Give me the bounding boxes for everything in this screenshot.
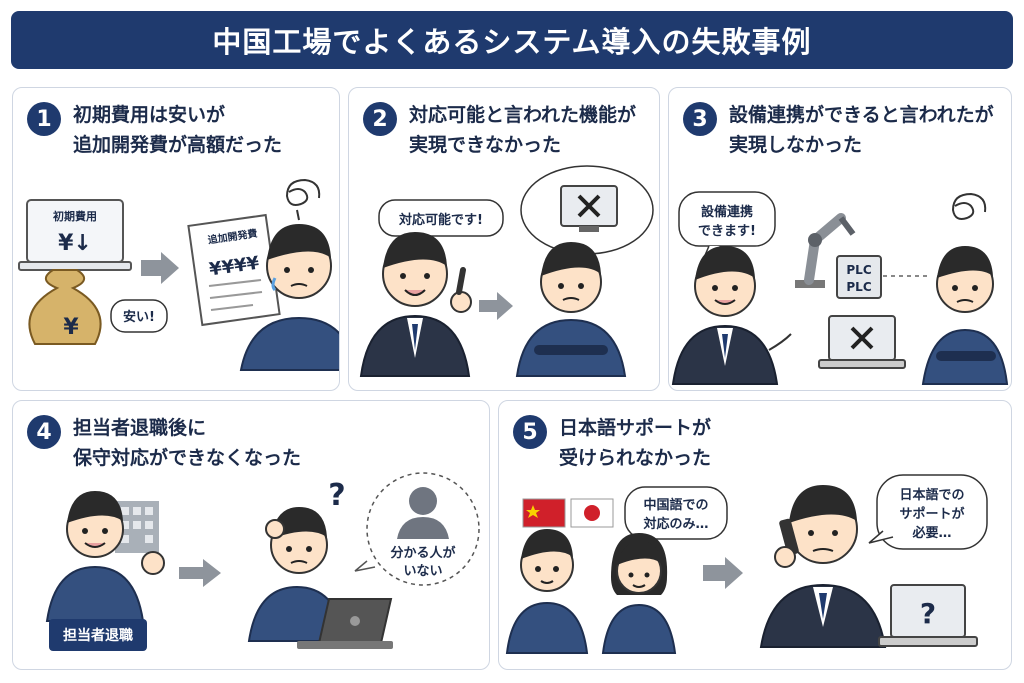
svg-text:?: ?: [920, 597, 936, 630]
arrow-right-icon: [479, 292, 513, 320]
laptop-question-icon: ?: [878, 584, 978, 647]
case-title-line: 日本語サポートが: [559, 417, 712, 439]
case-title-line: 追加開発費が高額だった: [73, 134, 283, 156]
china-flag-icon: [522, 498, 566, 528]
yen-symbol: ¥: [63, 315, 79, 340]
page-title: 中国工場でよくあるシステム導入の失敗事例: [212, 25, 812, 59]
japanese-manager-figure: [759, 485, 887, 648]
dizzy-spiral-icon: [951, 192, 987, 220]
speech-text: 対応可能です!: [398, 212, 483, 228]
worried-worker-figure: [921, 246, 1009, 385]
phone-icon: [774, 518, 799, 568]
case-number-badge: 1: [27, 102, 61, 136]
case-panel-4: 4 担当者退職後に 保守対応ができなくなった ?: [12, 400, 490, 670]
dizzy-spiral-icon: [285, 178, 321, 221]
invoice-document-icon: [187, 213, 281, 327]
retirement-tag: 担当者退職: [49, 619, 147, 651]
departing-worker-figure: [45, 491, 165, 622]
speech-bubble: [868, 474, 988, 550]
chinese-staff-male-figure: [505, 529, 589, 654]
case-title: 日本語サポートが 受けられなかった: [559, 413, 711, 473]
salesperson-figure: [671, 246, 792, 385]
speech-text: できます!: [698, 224, 756, 239]
speech-text: 日本語での: [899, 487, 964, 503]
case-title-line: 保守対応ができなくなった: [73, 447, 302, 469]
arrow-right-icon: [703, 557, 743, 589]
plc-label: PLC: [846, 280, 871, 294]
unknown-person-icon: [397, 487, 449, 539]
speech-text: いない: [403, 564, 442, 579]
case-title-line: 実現しなかった: [729, 134, 863, 156]
robot-arm-icon: [795, 213, 856, 288]
case-title-line: 初期費用は安いが: [73, 104, 226, 126]
speech-text: 設備連携: [701, 204, 753, 220]
laptop-icon: [297, 598, 393, 649]
case-panel-3: 3 設備連携ができると言われたが 実現しなかった 設備連携 できます!: [668, 87, 1012, 391]
worried-worker-figure: [239, 224, 339, 371]
case-3-illustration: 設備連携 できます! PLC PLC: [671, 191, 1009, 385]
laptop-label: 初期費用: [53, 209, 97, 223]
laptop-error-icon: [818, 315, 906, 369]
speech-text: 中国語での: [643, 497, 708, 513]
case-panel-1: 1 初期費用は安いが 追加開発費が高額だった 初期費用 ¥↓ ¥ 安い!: [12, 87, 340, 391]
question-mark-icon: ?: [328, 478, 345, 513]
arrow-right-icon: [179, 559, 221, 587]
case-title-line: 担当者退職後に: [73, 417, 207, 439]
case-number-badge: 4: [27, 415, 61, 449]
header-banner: 中国工場でよくあるシステム導入の失敗事例: [11, 11, 1013, 69]
plc-unit-icon: [836, 255, 882, 299]
case-title: 設備連携ができると言われたが 実現しなかった: [729, 100, 994, 160]
speech-text: 対応のみ…: [642, 516, 708, 532]
case-panel-5: 5 日本語サポートが 受けられなかった 中国語での 対応のみ…: [498, 400, 1012, 670]
case-panel-2: 2 対応可能と言われた機能が 実現できなかった 対応可能です!: [348, 87, 660, 391]
speech-text: 必要…: [911, 525, 951, 541]
case-title: 初期費用は安いが 追加開発費が高額だった: [73, 100, 282, 160]
speech-text: 安い!: [123, 309, 155, 325]
case-5-illustration: 中国語での 対応のみ…: [505, 474, 988, 654]
case-title: 担当者退職後に 保守対応ができなくなった: [73, 413, 301, 473]
case-title-line: 設備連携ができると言われたが: [729, 104, 994, 126]
arrow-right-icon: [141, 252, 179, 284]
case-title-line: 受けられなかった: [559, 447, 712, 469]
monitor-error-icon: [560, 185, 618, 232]
salesperson-figure: [359, 232, 472, 377]
price-down-text: ¥↓: [58, 231, 92, 256]
speech-text: サポートが: [899, 506, 964, 522]
speech-text: 分かる人が: [390, 545, 455, 561]
case-number-badge: 3: [683, 102, 717, 136]
japan-flag-icon: [570, 498, 614, 528]
case-1-illustration: 初期費用 ¥↓ ¥ 安い! 追加開発費 ¥¥¥¥: [18, 178, 339, 371]
plc-label: PLC: [846, 263, 871, 277]
speech-bubble: [110, 299, 168, 333]
chinese-staff-female-figure: [601, 533, 677, 654]
case-4-illustration: ? 分かる人が いない: [45, 472, 480, 649]
case-title-line: 実現できなかった: [409, 134, 562, 156]
case-number-badge: 2: [363, 102, 397, 136]
case-title: 対応可能と言われた機能が 実現できなかった: [409, 100, 636, 160]
case-number-badge: 5: [513, 415, 547, 449]
confused-worker-figure: [515, 242, 627, 377]
case-2-illustration: 対応可能です!: [359, 165, 654, 377]
money-bag-icon: [28, 269, 102, 345]
case-title-line: 対応可能と言われた機能が: [409, 104, 637, 126]
